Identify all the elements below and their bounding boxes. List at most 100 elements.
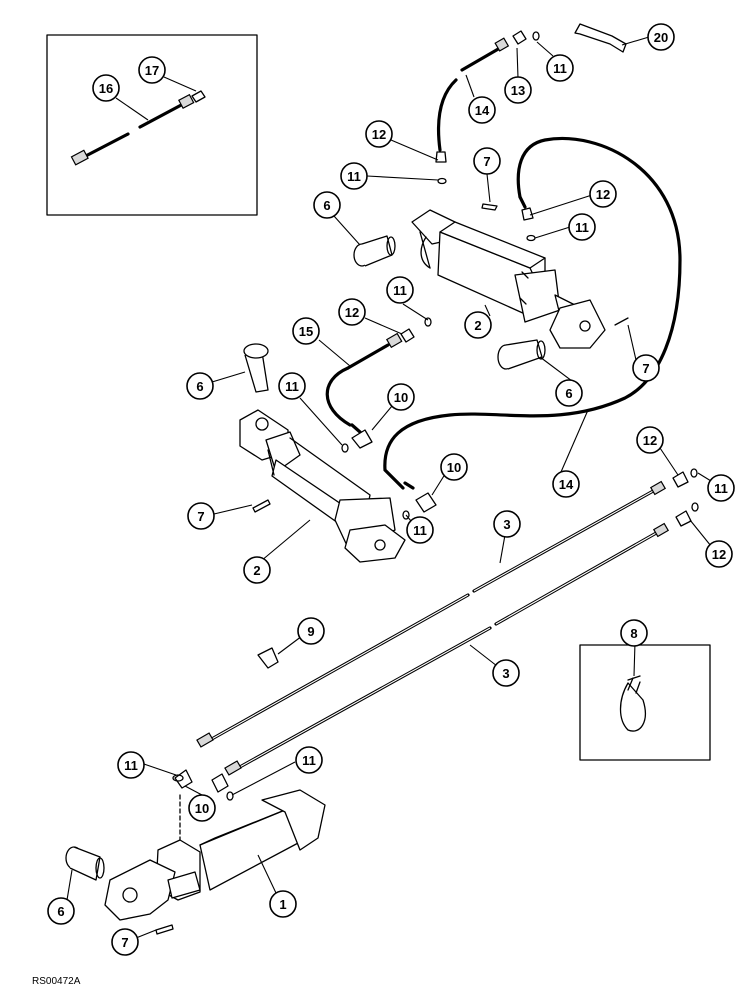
callout-6: 6 [186, 372, 214, 400]
callout-12: 12 [338, 298, 366, 326]
callout-label: 10 [195, 801, 209, 816]
leader-lines [66, 36, 712, 939]
callout-label: 17 [145, 63, 159, 78]
callout-label: 13 [511, 83, 525, 98]
callout-label: 6 [565, 386, 572, 401]
o-ring [690, 468, 698, 478]
callout-14: 14 [468, 96, 496, 124]
callout-label: 12 [712, 547, 726, 562]
callout-11: 11 [295, 746, 323, 774]
callout-label: 16 [99, 81, 113, 96]
callout-3: 3 [492, 659, 520, 687]
callout-label: 11 [302, 753, 316, 768]
callout-label: 10 [447, 460, 461, 475]
callout-label: 11 [285, 379, 299, 394]
callout-7: 7 [473, 147, 501, 175]
bracket-part [574, 23, 627, 53]
upper-cylinder [411, 209, 606, 349]
callout-label: 7 [642, 361, 649, 376]
callout-11: 11 [340, 162, 368, 190]
callout-1: 1 [269, 890, 297, 918]
callout-11: 11 [386, 276, 414, 304]
callout-label: 10 [394, 390, 408, 405]
callout-label: 7 [197, 509, 204, 524]
callout-11: 11 [707, 474, 735, 502]
callout-12: 12 [589, 180, 617, 208]
callout-label: 3 [502, 666, 509, 681]
callout-label: 15 [299, 324, 313, 339]
callout-label: 12 [643, 433, 657, 448]
callout-15: 15 [292, 317, 320, 345]
callout-2: 2 [243, 556, 271, 584]
callout-label: 7 [483, 154, 490, 169]
callout-11: 11 [117, 751, 145, 779]
cotter-pin [155, 924, 174, 935]
callout-label: 11 [124, 758, 138, 773]
drawing-reference-code: RS00472A [32, 976, 81, 987]
cotter-pin [481, 203, 498, 211]
fitting [415, 492, 437, 513]
callout-label: 14 [559, 477, 574, 492]
callout-11: 11 [278, 372, 306, 400]
cotter-pin [614, 317, 629, 326]
callout-7: 7 [632, 354, 660, 382]
callout-10: 10 [188, 794, 216, 822]
middle-cylinder [239, 409, 406, 563]
pin-upper [353, 235, 396, 267]
callout-label: 11 [553, 61, 567, 76]
pin-lower [65, 846, 105, 881]
callout-6: 6 [555, 379, 583, 407]
elbow-fitting [257, 647, 279, 669]
callout-label: 12 [596, 187, 610, 202]
inset-hose-assembly [46, 34, 258, 216]
upper-hose-assembly [435, 30, 540, 185]
callout-label: 14 [475, 103, 490, 118]
long-loop-hose [383, 136, 682, 490]
callout-label: 11 [393, 283, 407, 298]
callout-label: 11 [575, 220, 589, 235]
callout-12: 12 [705, 540, 733, 568]
inset-lifting-strap [579, 644, 711, 761]
callout-9: 9 [297, 617, 325, 645]
lower-cylinder [104, 769, 326, 921]
callout-label: 1 [279, 897, 286, 912]
callout-label: 12 [372, 127, 386, 142]
callout-label: 8 [630, 626, 637, 641]
callout-3: 3 [493, 510, 521, 538]
callout-16: 16 [92, 74, 120, 102]
callout-20: 20 [647, 23, 675, 51]
callout-label: 20 [654, 30, 668, 45]
callout-label: 6 [196, 379, 203, 394]
callout-6: 6 [313, 191, 341, 219]
pin-standing [243, 343, 269, 393]
callout-8: 8 [620, 619, 648, 647]
callout-2: 2 [464, 311, 492, 339]
callout-label: 11 [714, 481, 728, 496]
middle-hose-15 [325, 317, 432, 453]
callout-label: 11 [347, 169, 361, 184]
callout-6: 6 [47, 897, 75, 925]
cotter-pin [252, 499, 271, 513]
pin-middle [497, 339, 546, 370]
callout-label: 2 [474, 318, 481, 333]
steel-tubes [196, 480, 670, 776]
callout-label: 3 [503, 517, 510, 532]
callout-label: 6 [57, 904, 64, 919]
callout-10: 10 [387, 383, 415, 411]
callout-label: 2 [253, 563, 260, 578]
callout-12: 12 [365, 120, 393, 148]
fitting [672, 471, 689, 488]
o-ring [402, 510, 410, 520]
callout-label: 12 [345, 305, 359, 320]
callout-label: 7 [121, 935, 128, 950]
callout-label: 9 [307, 624, 314, 639]
callout-11: 11 [406, 516, 434, 544]
callout-13: 13 [504, 76, 532, 104]
callout-7: 7 [187, 502, 215, 530]
o-ring [691, 502, 699, 512]
callout-10: 10 [440, 453, 468, 481]
callout-7: 7 [111, 928, 139, 956]
callout-12: 12 [636, 426, 664, 454]
